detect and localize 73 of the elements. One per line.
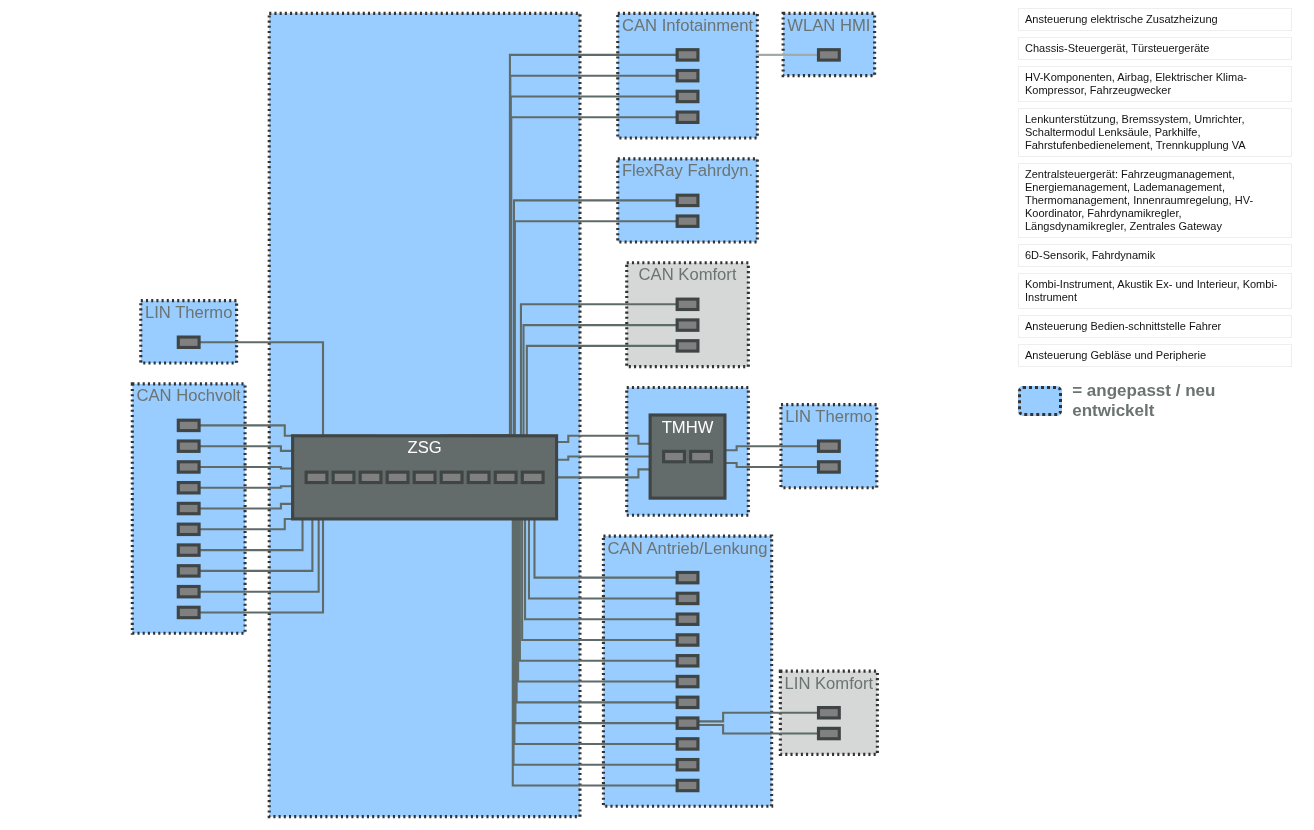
node-box (675, 339, 700, 353)
node-box (675, 110, 700, 124)
cluster: LIN Thermo (779, 403, 879, 490)
cluster: CAN Komfort (625, 261, 751, 369)
note: 6D-Sensorik, Fahrdynamik (1018, 244, 1292, 267)
node-box (817, 439, 841, 453)
node-box (520, 470, 545, 485)
node-box (176, 543, 201, 557)
node-box (466, 470, 491, 485)
legend-text: = angepasst / neu entwickelt (1072, 381, 1217, 421)
node-box (675, 612, 700, 626)
note: Ansteuerung Bedien-schnittstelle Fahrer (1018, 315, 1292, 338)
node-box (817, 48, 841, 62)
node-box (493, 470, 518, 485)
node-box (675, 48, 700, 62)
cluster: TMHW (648, 413, 727, 500)
node-box (675, 633, 700, 647)
node-box (358, 470, 383, 485)
node-box (689, 449, 714, 464)
note: Lenkunterstützung, Bremssystem, Umrichter, Schaltermodul Lenksäule, Parkhilfe, Fahrstufenbedienelement, Trennkupplung VA (1018, 108, 1292, 157)
node-box (675, 193, 700, 208)
cluster (625, 385, 751, 517)
node-box (675, 674, 700, 689)
note: Ansteuerung Gebläse und Peripherie (1018, 344, 1292, 367)
connector (698, 723, 819, 735)
node-box (385, 470, 410, 485)
node-box (176, 605, 201, 620)
node-box (675, 695, 700, 710)
node-box (675, 570, 700, 585)
node-box (439, 470, 464, 485)
node-box (817, 706, 841, 720)
cluster: LIN Thermo (139, 299, 239, 365)
cluster: CAN Hochvolt (130, 382, 247, 635)
cluster: LIN Komfort (778, 669, 880, 756)
cluster: ZSG (291, 434, 559, 521)
node-box (675, 757, 700, 772)
cluster: FlexRay Fahrdyn. (616, 157, 759, 244)
node-box (662, 449, 687, 464)
node-box (176, 584, 201, 599)
note: HV-Komponenten, Airbag, Elektrischer Klima-Kompressor, Fahrzeugwecker (1018, 66, 1292, 102)
cluster: CAN Infotainment (616, 11, 759, 140)
node-box (176, 335, 201, 349)
node-box (176, 418, 201, 433)
note: Ansteuerung elektrische Zusatzheizung (1018, 8, 1292, 31)
node-box (176, 481, 201, 495)
cluster (267, 11, 582, 819)
node-box (176, 522, 201, 537)
node-box (817, 460, 841, 474)
node-box (176, 501, 201, 516)
note: Zentralsteuergerät: Fahrzeugmanagement, Energiemanagement, Lademanagement, Thermomanagement, Innenraumregelung, HV-Koordinator, Fahrdynamikregler, Längsdynamikregler, Zentrales Gateway (1018, 163, 1292, 238)
node-box (675, 297, 700, 312)
node-box (176, 439, 201, 453)
node-box (675, 591, 700, 606)
node-box (176, 460, 201, 474)
node-box (304, 470, 329, 485)
node-box (675, 214, 700, 228)
connector (698, 711, 819, 723)
node-box (675, 778, 700, 793)
node-box (675, 737, 700, 751)
cluster: WLAN HMI (781, 11, 877, 78)
node-box (675, 654, 700, 668)
node-box (412, 470, 437, 485)
node-box (675, 89, 700, 104)
node-box (331, 470, 356, 485)
cluster: CAN Antrieb/Lenkung (602, 534, 774, 808)
node-box (675, 318, 700, 332)
note: Chassis-Steuergerät, Türsteuergeräte (1018, 37, 1292, 60)
node-box (176, 564, 201, 578)
node-box (817, 726, 841, 741)
node-box (675, 68, 700, 83)
connector (757, 53, 819, 56)
node-box (675, 716, 700, 730)
note: Kombi-Instrument, Akustik Ex- und Interieur, Kombi-Instrument (1018, 273, 1292, 309)
